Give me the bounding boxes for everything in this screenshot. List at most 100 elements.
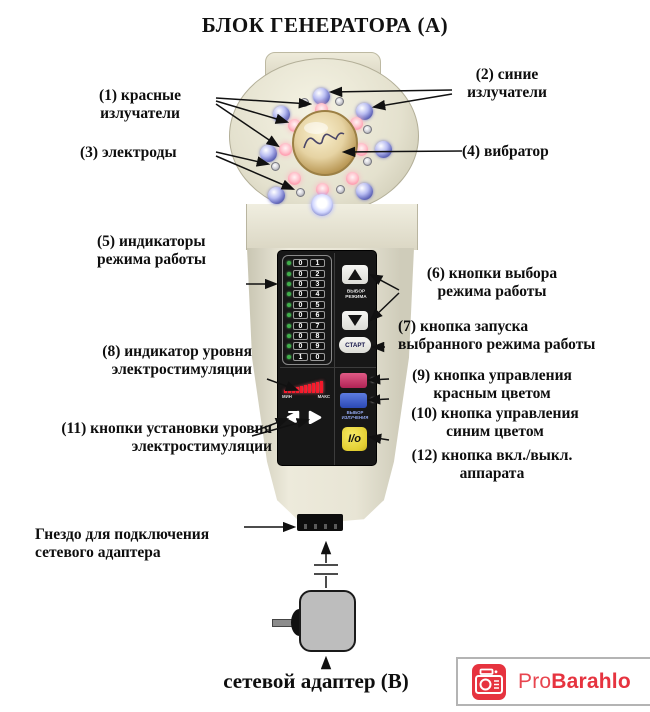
vibrator-disc: [292, 110, 358, 176]
callout-5: (5) индикаторы режима работы: [97, 233, 206, 268]
mode-digit: 1: [293, 352, 308, 361]
callout-11: (11) кнопки установки уровня электростим…: [61, 420, 272, 455]
mode-led: [287, 282, 291, 287]
red-color-button: [340, 373, 367, 388]
mode-led: [287, 302, 291, 307]
meter-max-label: МАКС: [317, 394, 330, 399]
electrode: [335, 97, 344, 106]
red-emitter-led: [279, 143, 292, 156]
mode-digit: 0: [293, 290, 308, 299]
blue-emitter-led: [268, 187, 285, 204]
mode-digit: 1: [310, 259, 325, 268]
mode-digit: 2: [310, 269, 325, 278]
mode-digit: 3: [310, 280, 325, 289]
brand-rest: Barahlo: [551, 669, 631, 693]
mode-digit: 5: [310, 300, 325, 309]
electrode: [296, 188, 305, 197]
panel-divider-vertical: [334, 253, 335, 465]
callout-2: (2) синие излучатели: [467, 66, 547, 101]
red-emitter-led: [355, 143, 368, 156]
panel-divider-horizontal: [280, 367, 376, 368]
electrode: [300, 98, 309, 107]
device-shoulder: [246, 204, 418, 250]
mode-led: [287, 313, 291, 318]
callout-9: (9) кнопка управления красным цветом: [412, 367, 572, 402]
callout-10: (10) кнопка управления синим цветом: [411, 405, 579, 440]
power-adapter: [299, 590, 356, 652]
blue-emitter-led: [313, 88, 330, 105]
electrode: [363, 157, 372, 166]
callout-12: (12) кнопка вкл./выкл. аппарата: [411, 447, 573, 482]
mode-led: [287, 323, 291, 328]
mode-digit: 0: [293, 321, 308, 330]
power-button: I/o: [342, 427, 367, 451]
callout-4: (4) вибратор: [462, 143, 549, 160]
blue-emitter-led: [356, 183, 373, 200]
level-down-button: [286, 410, 300, 424]
blue-emitter-led: [375, 141, 392, 158]
callout-1: (1) красные излучатели: [98, 87, 182, 122]
mode-digit: 0: [293, 280, 308, 289]
watermark-badge: ProBarahlo: [456, 657, 650, 706]
mode-digit: 0: [293, 259, 308, 268]
blue-emitter-led: [356, 103, 373, 120]
start-button: СТАРТ: [339, 337, 371, 353]
red-button-led: [371, 378, 375, 382]
mode-led: [287, 261, 291, 266]
mode-led: [287, 271, 291, 276]
mode-led: [287, 354, 291, 359]
callout-7: (7) кнопка запуска выбранного режима раб…: [398, 318, 596, 353]
mode-digit: 9: [310, 342, 325, 351]
camera-icon: [472, 663, 506, 700]
brand-pro: Pro: [518, 669, 552, 693]
electrode: [271, 162, 280, 171]
blue-button-led: [371, 398, 375, 402]
mode-digit: 0: [293, 311, 308, 320]
blue-emitter-led: [273, 106, 290, 123]
power-button-label: I/o: [348, 433, 361, 445]
mode-digit: 0: [293, 331, 308, 340]
adapter-socket: [297, 514, 343, 531]
callout-socket: Гнездо для подключения сетевого адаптера: [35, 526, 210, 561]
mode-digit: 6: [310, 311, 325, 320]
meter-min-label: МИН: [282, 394, 292, 399]
meter-scale-labels: МИН МАКС: [282, 394, 330, 399]
mode-digit: 0: [293, 269, 308, 278]
mode-digit: 8: [310, 331, 325, 340]
mode-up-button: [342, 265, 368, 284]
red-emitter-led: [346, 172, 359, 185]
mode-select-label: ВЫБОР РЕЖИМА: [345, 288, 367, 300]
mode-digit: 0: [293, 342, 308, 351]
page-title: БЛОК ГЕНЕРАТОРА (А): [201, 13, 449, 37]
mode-led: [287, 292, 291, 297]
callout-6: (6) кнопки выбора режима работы: [426, 265, 558, 300]
callout-3: (3) электроды: [80, 144, 177, 161]
callout-8: (8) индикатор уровня электростимуляции: [102, 343, 252, 378]
mode-digit: 0: [310, 352, 325, 361]
start-button-label: СТАРТ: [344, 341, 366, 349]
mode-down-button: [342, 311, 368, 330]
mode-digit: 7: [310, 321, 325, 330]
mode-digit: 4: [310, 290, 325, 299]
callout-adapter: сетевой адаптер (В): [223, 669, 409, 693]
neck-led: [311, 194, 333, 216]
mode-digit: 0: [293, 300, 308, 309]
watermark-brand: ProBarahlo: [518, 670, 631, 694]
red-emitter-led: [316, 183, 329, 196]
mode-led: [287, 344, 291, 349]
electrode: [363, 125, 372, 134]
stimulation-level-meter: [284, 377, 330, 393]
